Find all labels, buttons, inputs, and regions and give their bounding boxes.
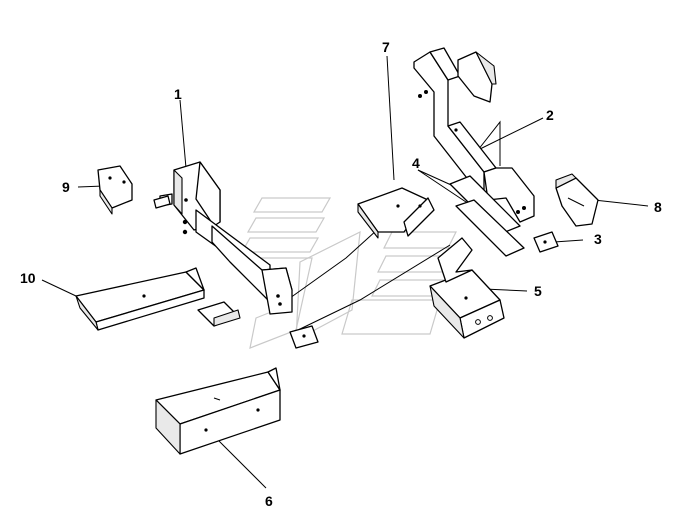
callout-5: 5 (534, 283, 542, 299)
small-plate (289, 325, 319, 349)
callout-7: 7 (382, 39, 390, 55)
part-5-bracket (429, 237, 505, 339)
part-8-bracket (555, 173, 599, 227)
part-1-bracket (159, 161, 293, 315)
part-6-bracket (155, 367, 281, 455)
part-4-plates (449, 175, 525, 257)
callout-8: 8 (654, 199, 662, 215)
callout-9: 9 (62, 179, 70, 195)
leader-lines (41, 55, 649, 489)
callout-1: 1 (174, 86, 182, 102)
part-7-bracket (357, 187, 435, 239)
small-clip (197, 301, 241, 327)
callout-10: 10 (20, 270, 36, 286)
part-10-bracket (75, 267, 205, 331)
callout-3: 3 (594, 231, 602, 247)
watermark-logo (240, 197, 457, 349)
callout-2: 2 (546, 107, 554, 123)
callout-6: 6 (265, 493, 273, 509)
part-3-plate (533, 231, 559, 253)
part-9-bracket (97, 165, 171, 215)
callout-4: 4 (412, 155, 420, 171)
